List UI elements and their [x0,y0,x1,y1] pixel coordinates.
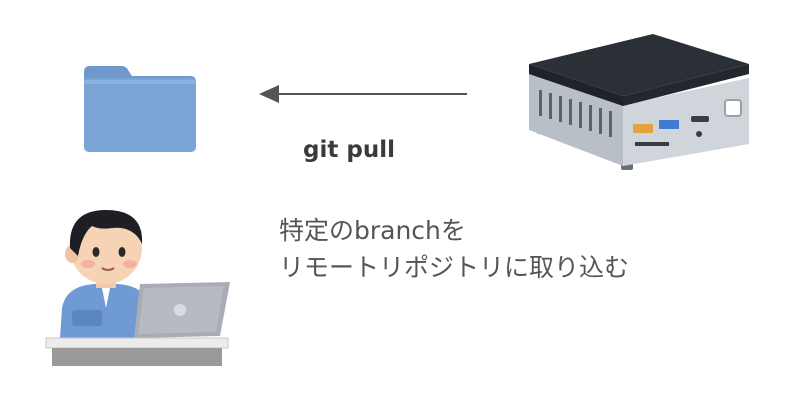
arrow-left-icon [259,85,467,103]
command-label: git pull [303,137,395,163]
description-line-1: 特定のbranchを [279,216,466,245]
description-text: 特定のbranchを リモートリポジトリに取り込む [279,212,629,286]
folder-icon [84,66,196,152]
server-box-icon [529,34,749,170]
person-at-laptop-icon [45,210,230,366]
description-line-2: リモートリポジトリに取り込む [279,253,630,282]
